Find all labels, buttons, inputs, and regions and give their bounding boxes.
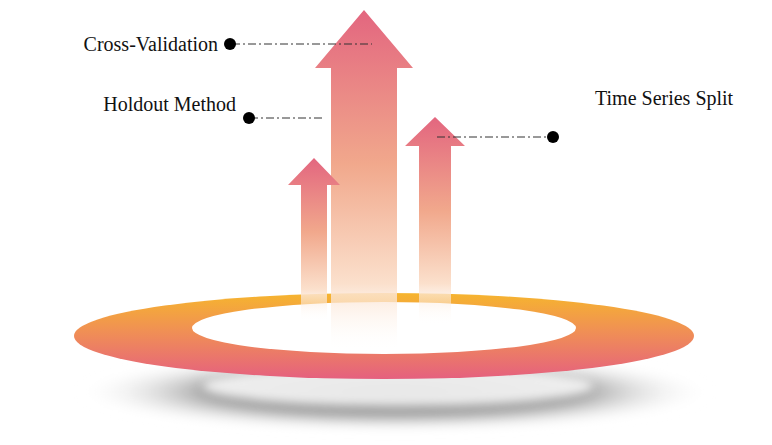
label-text: Time Series Split bbox=[595, 86, 733, 110]
leader-line bbox=[437, 137, 552, 138]
leader-line bbox=[250, 118, 322, 119]
leader-dot bbox=[243, 112, 255, 124]
leader-dot bbox=[547, 131, 559, 143]
arrow bbox=[288, 158, 340, 322]
label-text: Cross-Validation bbox=[84, 32, 218, 56]
leader-dot bbox=[224, 38, 236, 50]
leader-line bbox=[232, 44, 372, 45]
label-text: Holdout Method bbox=[103, 92, 236, 116]
arrow bbox=[405, 117, 465, 325]
